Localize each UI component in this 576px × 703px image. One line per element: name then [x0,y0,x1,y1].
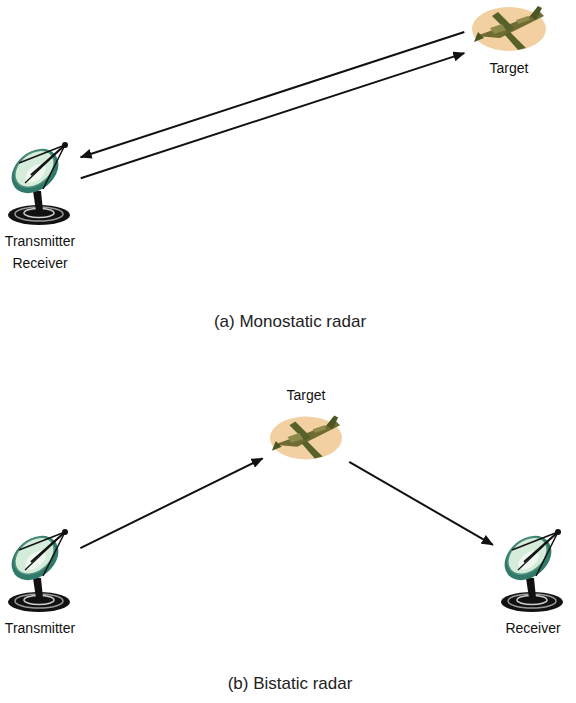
target-node: Target [268,411,344,463]
figure-caption: (a) Monostatic radar [214,312,366,332]
signal-arrow [349,462,493,545]
node-label: Transmitter [5,618,75,640]
aircraft-icon [472,6,546,51]
radar-dish-icon [3,140,70,225]
radar-node: Receiver [498,522,568,614]
node-label: Target [287,385,326,407]
radar-dish-icon [496,527,563,612]
node-label: Transmitter Receiver [5,231,75,274]
radar-node: Transmitter Receiver [5,135,75,227]
radar-node: Transmitter [5,522,75,614]
node-label: Receiver [505,618,560,640]
signal-arrow [80,458,262,548]
node-label: Target [490,58,529,80]
signal-arrow [81,32,465,157]
aircraft-icon [270,416,342,460]
target-node: Target [470,2,548,54]
figure-caption: (b) Bistatic radar [228,674,353,694]
radar-dish-icon [3,527,70,612]
signal-arrow [81,53,465,178]
